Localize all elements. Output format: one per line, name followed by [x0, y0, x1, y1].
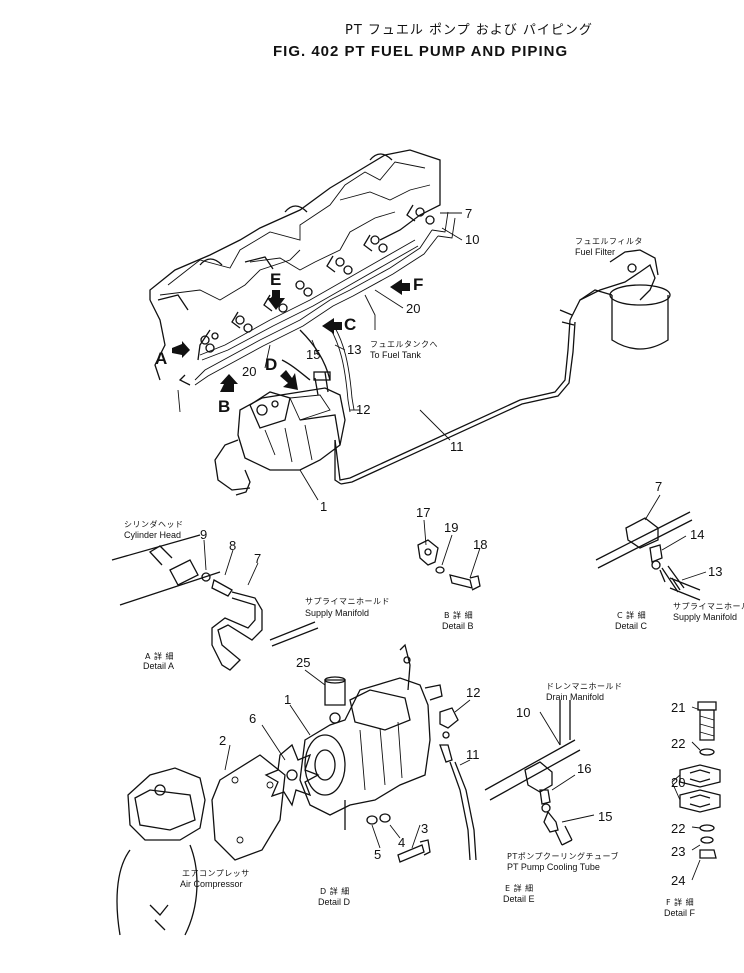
callout-f-23: 23 — [671, 844, 686, 859]
callout-d-2: 2 — [219, 733, 227, 748]
detail-b-drawing — [417, 519, 481, 591]
callout-e-15: 15 — [598, 809, 613, 824]
detail-e-label-en: Detail E — [503, 894, 535, 904]
callout-main-11: 11 — [450, 439, 464, 454]
callout-d-3: 3 — [421, 821, 429, 836]
title-en: FIG. 402 PT FUEL PUMP AND PIPING — [273, 43, 569, 60]
callout-main-15: 15 — [306, 347, 321, 362]
detail-a-label-en: Detail A — [143, 661, 175, 671]
view-letter-d: D — [265, 355, 278, 374]
detail-d-drawing — [116, 643, 477, 936]
cooling-tube-jp: PTポンプクーリングチューブ — [507, 852, 619, 861]
callout-b-18: 18 — [473, 537, 488, 552]
detail-f-label-en: Detail F — [664, 908, 696, 918]
detail-e-label-jp: E 詳 細 — [505, 884, 534, 893]
view-letter-e: E — [270, 270, 282, 289]
detail-f-label-jp: F 詳 細 — [666, 898, 695, 907]
callout-a-7: 7 — [254, 551, 262, 566]
supply-manifold-c-en: Supply Manifold — [673, 612, 738, 622]
callout-e-16: 16 — [577, 761, 592, 776]
detail-a-drawing — [111, 534, 319, 671]
view-arrows — [172, 279, 410, 392]
callout-main-13: 13 — [347, 342, 362, 357]
callout-main-20-right: 20 — [406, 301, 421, 316]
detail-a-label-jp: A 詳 細 — [145, 652, 175, 661]
callout-d-5: 5 — [374, 847, 382, 862]
fuel-line-11-to-filter — [334, 319, 576, 485]
supply-manifold-a-en: Supply Manifold — [305, 608, 370, 618]
title-jp: PT フュエル ポンプ および パイピング — [345, 23, 593, 38]
cylinder-head-jp: シリンダヘッド — [124, 520, 184, 529]
callout-f-24: 24 — [671, 873, 686, 888]
callout-d-1: 1 — [284, 692, 292, 707]
fuel-filter — [559, 249, 671, 350]
detail-d-label-jp: D 詳 細 — [320, 887, 350, 896]
detail-c-label-en: Detail C — [615, 621, 648, 631]
cooling-tube-en: PT Pump Cooling Tube — [507, 862, 600, 872]
callout-main-1: 1 — [320, 499, 328, 514]
detail-d-label-en: Detail D — [318, 897, 351, 907]
detail-b-label-en: Detail B — [442, 621, 474, 631]
callout-d-12: 12 — [466, 685, 481, 700]
air-compressor-jp: エアコンプレッサ — [182, 869, 250, 878]
callout-f-22-top: 22 — [671, 736, 686, 751]
callout-main-20-left: 20 — [242, 364, 257, 379]
view-letter-a: A — [155, 349, 168, 368]
cylinder-head-en: Cylinder Head — [124, 530, 182, 540]
fuel-tank-en: To Fuel Tank — [370, 350, 421, 360]
callout-a-8: 8 — [229, 538, 237, 553]
main-leaders — [177, 212, 463, 501]
callout-main-10: 10 — [465, 232, 480, 247]
drain-manifold-en: Drain Manifold — [546, 692, 605, 702]
callout-c-7: 7 — [655, 479, 663, 494]
detail-f-drawing — [671, 701, 721, 881]
air-compressor-en: Air Compressor — [180, 879, 243, 889]
view-letter-f: F — [413, 275, 424, 294]
detail-b-label-jp: B 詳 細 — [444, 611, 474, 620]
callout-d-6: 6 — [249, 711, 257, 726]
view-letter-c: C — [344, 315, 357, 334]
drain-manifold-jp: ドレンマニホールド — [546, 682, 623, 691]
detail-c-drawing — [595, 494, 707, 601]
callout-main-12: 12 — [356, 402, 371, 417]
callout-b-19: 19 — [444, 520, 459, 535]
fuel-filter-en: Fuel Filter — [575, 247, 616, 257]
callout-d-11: 11 — [466, 747, 480, 762]
callout-d-4: 4 — [398, 835, 406, 850]
callout-a-9: 9 — [200, 527, 208, 542]
engine-head-covers — [149, 149, 441, 381]
callout-c-13: 13 — [708, 564, 723, 579]
callout-c-14: 14 — [690, 527, 705, 542]
fuel-filter-jp: フュエルフィルタ — [575, 237, 643, 246]
callout-f-21: 21 — [671, 700, 686, 715]
callout-main-7: 7 — [465, 206, 473, 221]
pt-fuel-pump-main — [214, 325, 355, 496]
callout-f-22-bottom: 22 — [671, 821, 686, 836]
fuel-tank-jp: フュエルタンクへ — [370, 340, 438, 349]
callout-b-17: 17 — [416, 505, 431, 520]
callout-f-20: 20 — [671, 775, 686, 790]
callout-d-25: 25 — [296, 655, 311, 670]
view-letter-b: B — [218, 397, 231, 416]
supply-manifold-a-jp: サプライマニホールド — [305, 597, 390, 606]
supply-manifold-c-jp: サプライマニホールド — [673, 602, 744, 611]
detail-c-label-jp: C 詳 細 — [617, 611, 647, 620]
detail-e-drawing — [484, 700, 595, 846]
callout-e-10: 10 — [516, 705, 531, 720]
